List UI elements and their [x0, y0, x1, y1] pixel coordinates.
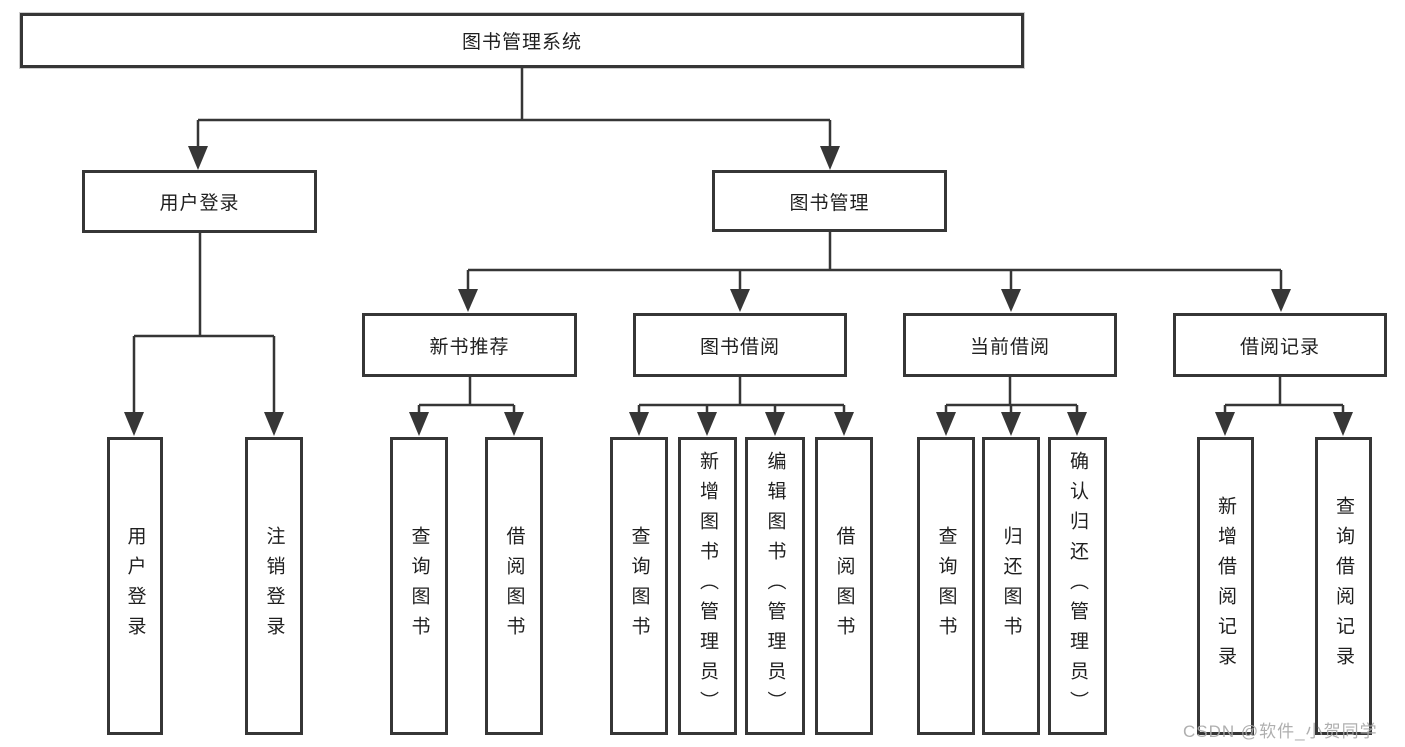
- node-leaf-borrow-book-1: 借阅图书: [485, 437, 543, 735]
- node-label: 查询图书: [408, 526, 430, 646]
- node-label: 新书推荐: [429, 336, 510, 358]
- connector-current-borrow: [936, 377, 1087, 436]
- node-library-system: 图书管理系统: [20, 13, 1024, 68]
- arrow-icon: [1001, 289, 1021, 312]
- csdn-watermark: CSDN @软件_小贺同学: [1183, 722, 1378, 741]
- node-leaf-add-book-admin: 新增图书（管理员）: [678, 437, 737, 735]
- node-label: 查询图书: [935, 526, 957, 646]
- arrow-icon: [730, 289, 750, 312]
- node-leaf-borrow-book-2: 借阅图书: [815, 437, 873, 735]
- node-leaf-return-book: 归还图书: [982, 437, 1040, 735]
- node-label: 查询图书: [628, 526, 650, 646]
- arrow-icon: [1001, 412, 1021, 436]
- arrow-icon: [1067, 412, 1087, 436]
- arrow-icon: [409, 412, 429, 436]
- node-new-book-recommend: 新书推荐: [362, 313, 577, 377]
- arrow-icon: [629, 412, 649, 436]
- node-leaf-user-login: 用户登录: [107, 437, 163, 735]
- node-borrow-record: 借阅记录: [1173, 313, 1387, 377]
- arrow-icon: [834, 412, 854, 436]
- node-label: 确认归还（管理员）: [1067, 451, 1088, 721]
- node-user-login: 用户登录: [82, 170, 317, 233]
- arrow-icon: [697, 412, 717, 436]
- node-label: 编辑图书（管理员）: [764, 451, 786, 721]
- node-label: 新增图书（管理员）: [697, 451, 718, 721]
- connector-user-login: [124, 233, 284, 436]
- node-label: 图书管理系统: [461, 32, 582, 53]
- arrow-icon: [936, 412, 956, 436]
- node-book-management: 图书管理: [712, 170, 947, 232]
- arrow-icon: [1271, 289, 1291, 312]
- node-label: 用户登录: [159, 193, 240, 214]
- node-leaf-add-borrow-record: 新增借阅记录: [1197, 437, 1254, 735]
- connector-book-mgmt: [458, 232, 1291, 312]
- connector-book-borrow: [629, 377, 854, 436]
- node-leaf-query-book-3: 查询图书: [917, 437, 975, 735]
- node-leaf-query-book-2: 查询图书: [610, 437, 668, 735]
- arrow-icon: [1215, 412, 1235, 436]
- node-label: 注销登录: [263, 526, 285, 646]
- node-leaf-query-book-1: 查询图书: [390, 437, 448, 735]
- node-label: 查询借阅记录: [1333, 496, 1354, 676]
- arrow-icon: [188, 146, 208, 170]
- node-leaf-query-borrow-record: 查询借阅记录: [1315, 437, 1372, 735]
- arrow-icon: [1333, 412, 1353, 436]
- node-label: 归还图书: [1000, 526, 1022, 646]
- node-leaf-edit-book-admin: 编辑图书（管理员）: [745, 437, 805, 735]
- node-label: 图书借阅: [699, 336, 780, 358]
- connector-new-book: [409, 377, 524, 436]
- arrow-icon: [124, 412, 144, 436]
- node-label: 当前借阅: [969, 336, 1050, 358]
- connector-root: [188, 68, 840, 170]
- node-label: 借阅记录: [1239, 336, 1320, 358]
- node-current-borrow: 当前借阅: [903, 313, 1117, 377]
- node-leaf-confirm-return-admin: 确认归还（管理员）: [1048, 437, 1107, 735]
- node-book-borrow: 图书借阅: [633, 313, 847, 377]
- node-label: 用户登录: [124, 526, 146, 646]
- node-leaf-logout: 注销登录: [245, 437, 303, 735]
- arrow-icon: [765, 412, 785, 436]
- arrow-icon: [820, 146, 840, 170]
- node-label: 新增借阅记录: [1215, 496, 1236, 676]
- node-label: 图书管理: [789, 192, 870, 214]
- arrow-icon: [504, 412, 524, 436]
- connector-borrow-record: [1215, 377, 1353, 436]
- arrow-icon: [458, 289, 478, 312]
- node-label: 借阅图书: [503, 526, 525, 646]
- arrow-icon: [264, 412, 284, 436]
- node-label: 借阅图书: [833, 526, 855, 646]
